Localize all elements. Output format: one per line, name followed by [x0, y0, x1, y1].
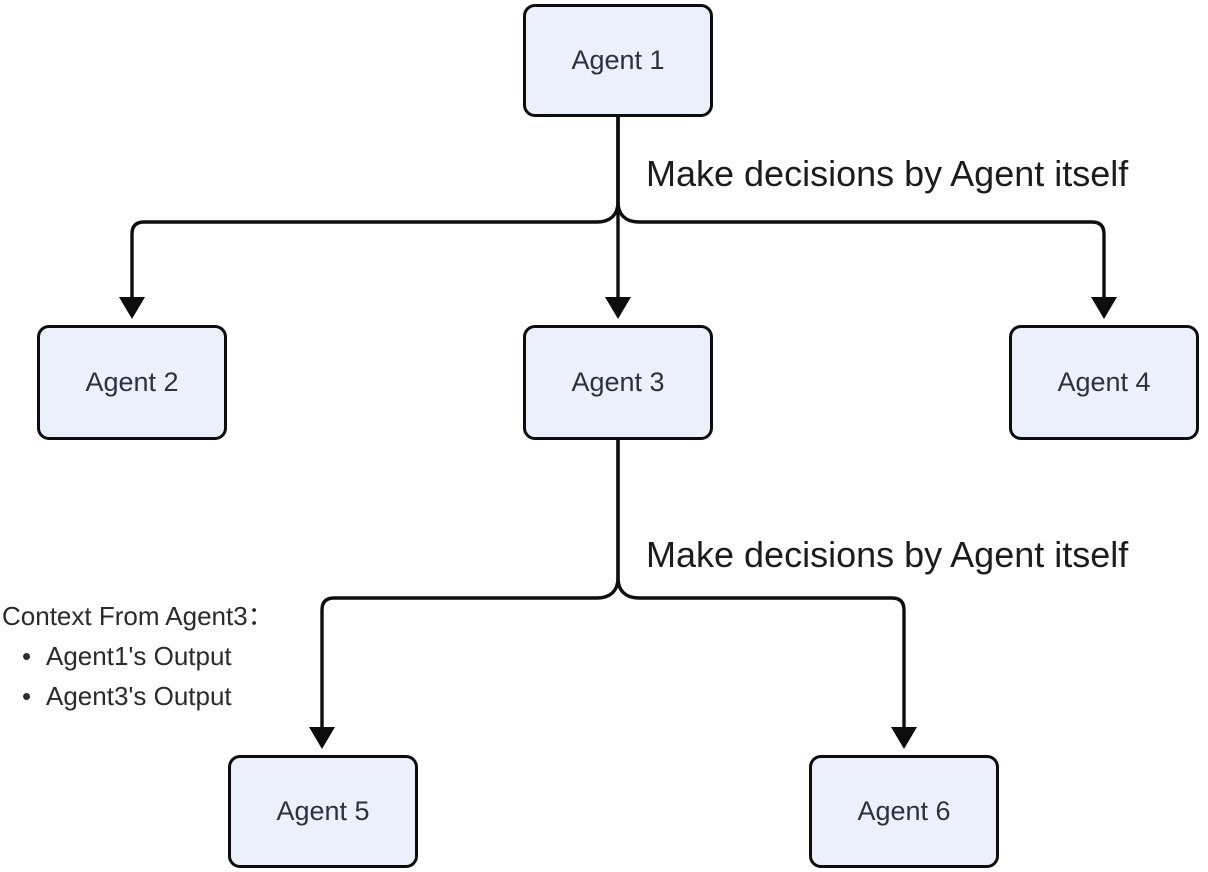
context-annotation: Context From Agent3： Agent1's Output Age…	[2, 598, 274, 716]
node-agent-5-label: Agent 5	[276, 796, 370, 826]
node-agent-3: Agent 3	[523, 325, 713, 440]
context-annotation-item-text: Agent3's Output	[46, 681, 232, 711]
edge-agent1-agent2	[130, 117, 620, 299]
node-agent-4-label: Agent 4	[1057, 367, 1151, 397]
node-agent-3-label: Agent 3	[571, 367, 665, 397]
arrowhead-agent5	[309, 727, 335, 749]
context-annotation-item: Agent3's Output	[2, 676, 274, 716]
context-annotation-title: Context From Agent3：	[2, 601, 274, 631]
node-agent-1: Agent 1	[523, 4, 713, 117]
node-agent-1-label: Agent 1	[571, 45, 665, 75]
arrowhead-agent6	[891, 727, 917, 749]
arrowhead-agent2	[119, 297, 145, 319]
edge-agent3-agent6	[616, 440, 906, 729]
edge-label-top: Make decisions by Agent itself	[646, 153, 1129, 194]
node-agent-4: Agent 4	[1009, 325, 1199, 440]
context-annotation-list: Agent1's Output Agent3's Output	[2, 636, 274, 716]
node-agent-2: Agent 2	[37, 325, 227, 440]
edge-agent1-agent4	[616, 117, 1106, 299]
node-agent-5: Agent 5	[228, 755, 418, 868]
context-annotation-item: Agent1's Output	[2, 636, 274, 676]
node-agent-2-label: Agent 2	[85, 367, 179, 397]
context-annotation-item-text: Agent1's Output	[46, 641, 232, 671]
arrowhead-agent3	[605, 297, 631, 319]
edge-agent3-agent5	[320, 440, 620, 729]
node-agent-6-label: Agent 6	[857, 796, 951, 826]
edge-label-bottom: Make decisions by Agent itself	[646, 534, 1129, 575]
arrowhead-agent4	[1091, 297, 1117, 319]
node-agent-6: Agent 6	[809, 755, 999, 868]
